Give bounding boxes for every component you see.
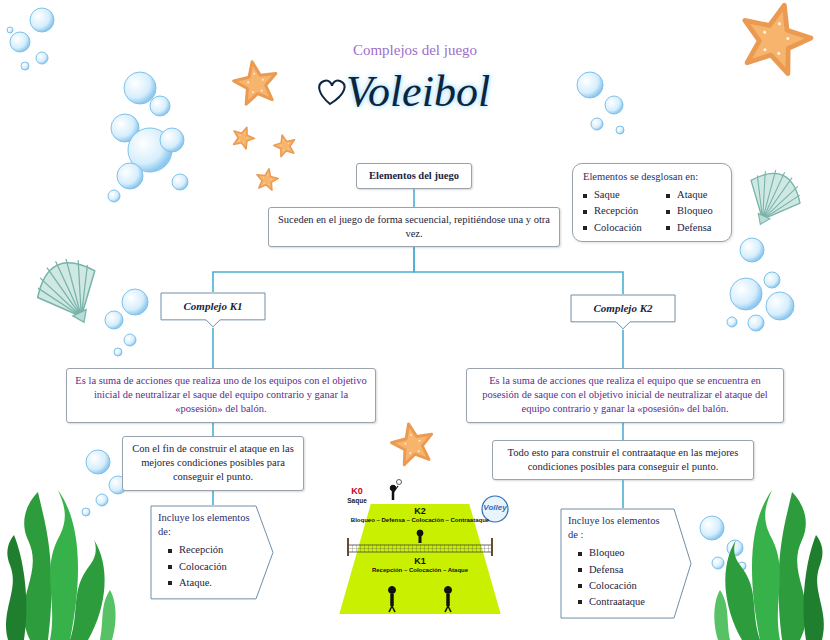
node-text: Todo esto para construir el contraataque… bbox=[501, 446, 745, 474]
element-box: Elementos del juego bbox=[356, 163, 472, 189]
includes-arrow-box: Incluye los elementos de : BloqueoDefensa… bbox=[560, 508, 692, 619]
item-list: SaqueRecepciónColocación AtaqueBloqueoDef… bbox=[583, 188, 721, 235]
purpose-box: Con el fin de construir el ataque en las… bbox=[122, 436, 304, 491]
node-text: Con el fin de construir el ataque en las… bbox=[131, 442, 295, 485]
list-item: Bloqueo bbox=[578, 546, 670, 560]
connector bbox=[212, 423, 214, 436]
title: Voleibol bbox=[346, 66, 490, 117]
description-box: Suceden en el juego de forma secuencial,… bbox=[268, 207, 560, 247]
node-text: Elementos del juego bbox=[365, 169, 463, 183]
item-list: RecepciónColocaciónAtaque. bbox=[158, 543, 252, 590]
node-text: Es la suma de acciones que realiza el eq… bbox=[475, 374, 775, 417]
list-item: Ataque. bbox=[168, 576, 252, 590]
list-item: Defensa bbox=[666, 221, 721, 235]
complex-tab: Complejo K1 bbox=[160, 292, 266, 328]
list-heading: Elementos se desglosan en: bbox=[583, 170, 721, 184]
definition-box: Es la suma de acciones que realiza uno d… bbox=[66, 368, 376, 423]
list-heading: Incluye los elementos de: bbox=[158, 511, 252, 539]
logo-text: Volley bbox=[483, 503, 506, 512]
connector bbox=[414, 247, 623, 294]
court-caption: Saque bbox=[347, 497, 367, 504]
list-item: Bloqueo bbox=[666, 204, 721, 218]
purpose-box: Todo esto para construir el contraataque… bbox=[492, 440, 754, 480]
complex-code: K1 bbox=[414, 556, 426, 566]
connector bbox=[413, 189, 415, 207]
complex-code: K2 bbox=[414, 506, 426, 516]
list-heading: Incluye los elementos de : bbox=[568, 514, 670, 542]
complex-code: K0 bbox=[351, 486, 363, 496]
node-shape bbox=[561, 509, 691, 618]
connector bbox=[213, 247, 414, 292]
court-caption: Bloqueo – Defensa – Colocación – Contraa… bbox=[351, 517, 489, 523]
court-caption: Recepción – Colocación – Ataque bbox=[372, 567, 468, 573]
element-list-box: Elementos se desglosan en: SaqueRecepción… bbox=[572, 163, 732, 242]
list-item: Ataque bbox=[666, 188, 721, 202]
court-illustration bbox=[338, 480, 508, 616]
list-item: Defensa bbox=[578, 563, 670, 577]
node-shape bbox=[151, 506, 273, 599]
node-text: Es la suma de acciones que realiza uno d… bbox=[75, 374, 367, 417]
list-item: Colocación bbox=[583, 221, 650, 235]
node-shape bbox=[161, 293, 265, 327]
item-list: BloqueoDefensaColocaciónContraataque bbox=[568, 546, 670, 609]
list-item: Contraataque bbox=[578, 595, 670, 609]
connector bbox=[212, 491, 214, 505]
list-item: Colocación bbox=[168, 560, 252, 574]
node-text: Complejo K1 bbox=[166, 299, 260, 314]
connector bbox=[622, 330, 624, 368]
connector bbox=[622, 423, 624, 440]
node-text: Complejo K2 bbox=[576, 301, 670, 316]
connector bbox=[622, 480, 624, 508]
definition-box: Es la suma de acciones que realiza el eq… bbox=[466, 368, 784, 423]
list-item: Recepción bbox=[583, 204, 650, 218]
list-item: Saque bbox=[583, 188, 650, 202]
connector bbox=[212, 328, 214, 368]
list-item: Recepción bbox=[168, 543, 252, 557]
subtitle: Complejos del juego bbox=[353, 42, 477, 59]
includes-arrow-box: Incluye los elementos de: RecepciónColoca… bbox=[150, 505, 274, 600]
node-shape bbox=[571, 295, 675, 329]
complex-tab: Complejo K2 bbox=[570, 294, 676, 330]
list-item: Colocación bbox=[578, 579, 670, 593]
node-text: Suceden en el juego de forma secuencial,… bbox=[277, 213, 551, 241]
